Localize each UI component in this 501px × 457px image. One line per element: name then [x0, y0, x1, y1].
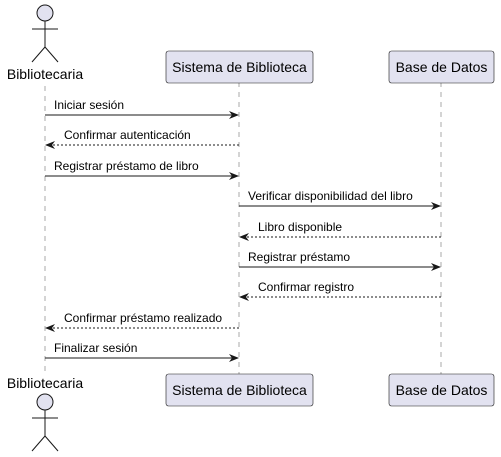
message-7: Confirmar registro [239, 280, 441, 301]
actor-top-icon [31, 4, 59, 63]
message-label: Libro disponible [258, 220, 342, 234]
participant-db-bottom: Base de Datos [388, 373, 495, 407]
actor-top: Bibliotecaria [7, 4, 83, 82]
participant-system-top-label: Sistema de Biblioteca [172, 59, 307, 75]
message-label: Verificar disponibilidad del libro [248, 189, 413, 203]
message-8: Confirmar préstamo realizado [45, 311, 239, 332]
message-label: Confirmar préstamo realizado [64, 311, 222, 325]
actor-bottom-label: Bibliotecaria [7, 375, 83, 391]
message-3: Registrar préstamo de libro [45, 159, 239, 180]
message-label: Registrar préstamo [248, 250, 350, 264]
message-5: Libro disponible [239, 220, 441, 241]
message-label: Finalizar sesión [54, 341, 137, 355]
actor-top-label: Bibliotecaria [7, 66, 83, 82]
message-label: Iniciar sesión [54, 98, 124, 112]
participant-system-top: Sistema de Biblioteca [165, 50, 314, 84]
actor-bottom: Bibliotecaria [7, 375, 83, 452]
message-label: Confirmar autenticación [64, 128, 191, 142]
message-2: Confirmar autenticación [45, 128, 239, 149]
participant-db-top-label: Base de Datos [396, 59, 488, 75]
message-label: Confirmar registro [258, 280, 354, 294]
participant-db-bottom-label: Base de Datos [396, 382, 488, 398]
message-label: Registrar préstamo de libro [54, 159, 199, 173]
message-1: Iniciar sesión [45, 98, 239, 119]
message-4: Verificar disponibilidad del libro [239, 189, 441, 210]
participant-system-bottom: Sistema de Biblioteca [165, 373, 314, 407]
message-9: Finalizar sesión [45, 341, 239, 362]
participant-system-bottom-label: Sistema de Biblioteca [172, 382, 307, 398]
message-6: Registrar préstamo [239, 250, 441, 271]
actor-bottom-icon [31, 393, 59, 452]
participant-db-top: Base de Datos [388, 50, 495, 84]
